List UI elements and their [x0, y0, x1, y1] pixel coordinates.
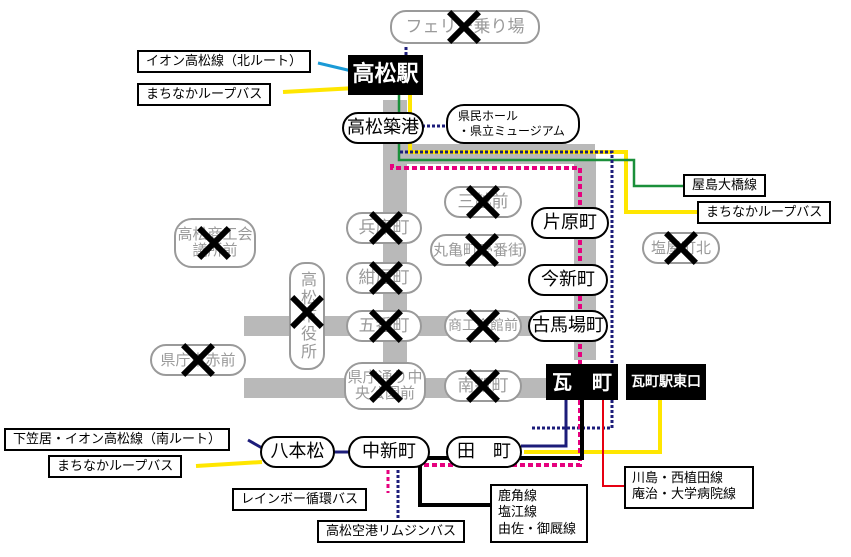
route-label-kazuno: 鹿角線 塩江線 由佐・御厩線: [490, 484, 588, 543]
line-shimokasai-west: [247, 438, 263, 450]
line-loop-south: [524, 400, 662, 454]
line-loop-west: [195, 460, 263, 468]
stop-hyogomachi-closed: 兵庫町: [346, 212, 422, 244]
stop-nakashinmachi[interactable]: 中新町: [348, 436, 430, 468]
stop-kencho-closed: 県庁通り中央公園前: [344, 362, 426, 410]
stop-ferry-closed: フェリー乗り場: [390, 10, 540, 44]
stop-imashinmachi[interactable]: 今新町: [528, 264, 608, 296]
stop-kaigisho-closed: 高松商工会議所前: [174, 218, 256, 268]
station-takamatsu[interactable]: 高松駅: [348, 55, 423, 95]
stop-denmachi[interactable]: 田 町: [446, 436, 522, 468]
stop-chikko[interactable]: 高松築港: [342, 112, 424, 144]
stop-marugame-closed: 丸亀町壱番街: [430, 234, 526, 266]
line-shimokasai-east: [521, 400, 568, 448]
stop-hachihonmatsu[interactable]: 八本松: [260, 436, 335, 468]
stop-shiyakusho-closed: 高松市役所: [289, 262, 325, 370]
stop-furubabacho[interactable]: 古馬場町: [528, 310, 608, 342]
stop-gobancho-closed: 五番町: [346, 310, 422, 342]
route-label-shimokasai: 下笠居・イオン高松線（南ルート）: [4, 428, 231, 451]
line-limousine-east: [400, 150, 614, 430]
landmark-kenmin-hall: 県民ホール ・県立ミュージアム: [446, 104, 580, 144]
stop-shoko-closed: 商工会館前: [444, 310, 522, 342]
station-kawaramachi[interactable]: 瓦 町: [546, 364, 618, 400]
route-label-loop-west: まちなかループバス: [48, 455, 183, 478]
stop-konyamachi-closed: 紺屋町: [346, 262, 422, 294]
route-label-loop-east: まちなかループバス: [697, 201, 832, 224]
route-label-kawashima: 川島・西植田線 庵治・大学病院線: [624, 466, 754, 509]
stop-mitsukoshi-closed: 三越前: [444, 186, 522, 218]
line-loop-north: [282, 86, 357, 94]
route-label-yashima: 屋島大橋線: [683, 174, 767, 197]
route-label-loop-north: まちなかループバス: [137, 83, 272, 106]
route-label-rainbow: レインボー循環バス: [232, 488, 368, 511]
stop-kenchohigashi-closed: 県庁東赤前: [150, 344, 246, 376]
line-kawashima: [602, 400, 625, 487]
stop-minami-closed: 南新町: [444, 370, 522, 402]
stop-katahara[interactable]: 片原町: [531, 207, 609, 239]
station-kawaramachi-east[interactable]: 瓦町駅東口: [626, 364, 706, 400]
route-label-aeon-north: イオン高松線（北ルート）: [137, 50, 312, 73]
stop-shiohigashi-closed: 塩屋町北: [642, 232, 720, 264]
route-label-airport: 高松空港リムジンバス: [317, 520, 466, 543]
